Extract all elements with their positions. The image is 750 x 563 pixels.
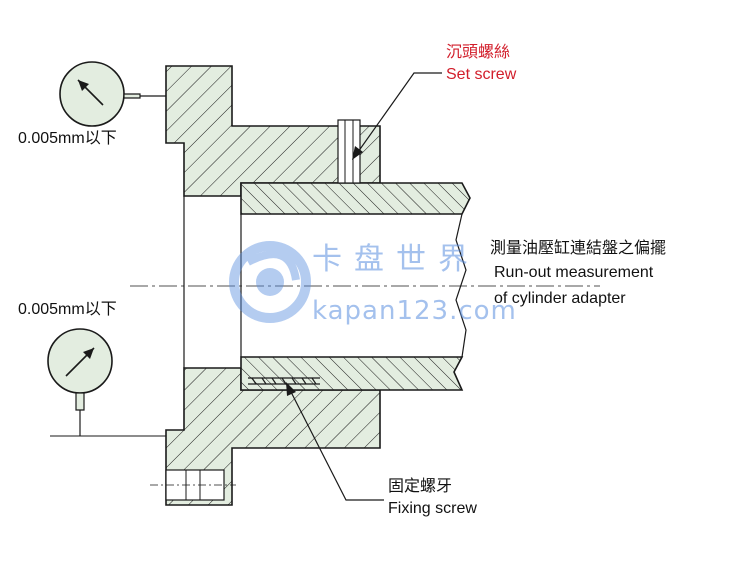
dial-indicator-bottom: [47, 328, 166, 437]
label-runout-en-2: of cylinder adapter: [494, 290, 626, 307]
watermark-logo: [229, 241, 311, 323]
label-tolerance-top: 0.005mm以下: [18, 130, 117, 147]
set-screw-leader: [352, 72, 442, 160]
label-tolerance-bottom: 0.005mm以下: [18, 301, 117, 318]
watermark-text-en: kapan123.com: [312, 296, 517, 326]
flange-bolt: [150, 469, 236, 501]
cylinder-lower-wall: [240, 356, 464, 391]
label-runout-cn: 測量油壓缸連結盤之偏擺: [490, 240, 667, 257]
dial-indicator-top: [59, 61, 166, 127]
label-set-screw-cn: 沉頭螺絲: [446, 44, 511, 61]
watermark-text-cn: 卡盘世界: [312, 242, 480, 277]
label-fixing-screw-cn: 固定螺牙: [388, 478, 453, 495]
cylinder-upper-wall: [240, 182, 471, 215]
label-fixing-screw-en: Fixing screw: [388, 500, 477, 517]
fixing-screw-thread: [248, 377, 320, 385]
label-set-screw-en: Set screw: [446, 66, 517, 83]
set-screw: [337, 119, 361, 184]
fixing-screw-leader: [286, 382, 384, 501]
label-runout-en-1: Run-out measurement: [494, 264, 654, 281]
cylinder-break-line: [455, 213, 467, 358]
